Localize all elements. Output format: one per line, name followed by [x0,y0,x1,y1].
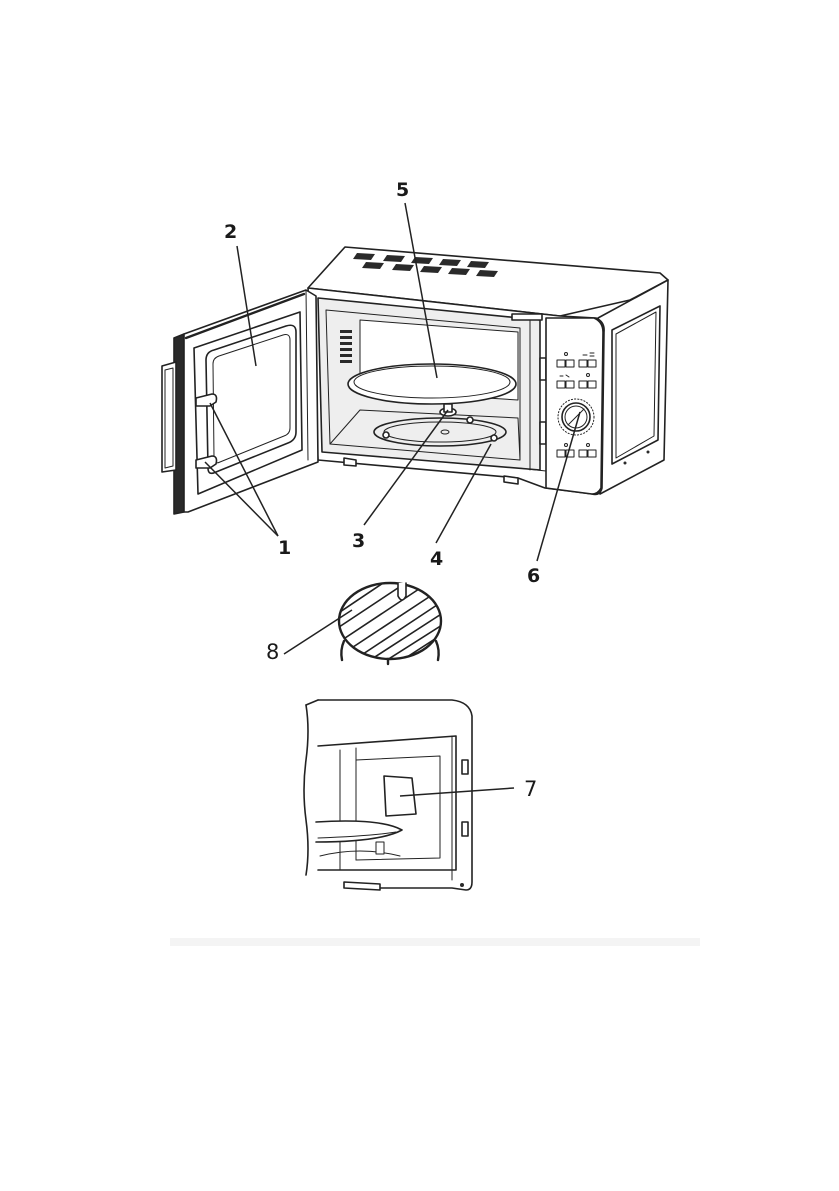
callout-5: 5 [396,179,409,201]
scan-smudge [170,938,700,946]
control-panel [546,318,603,494]
oven-right-side [598,280,668,494]
callout-2: 2 [224,221,237,243]
callout-8: 8 [266,640,279,664]
callout-7: 7 [524,777,537,801]
callout-3: 3 [352,530,365,552]
microwave-oven-illustration [162,247,668,514]
callout-6: 6 [527,565,540,587]
cavity-detail-illustration [304,700,472,890]
callout-4: 4 [430,548,443,570]
oven-door [162,290,318,514]
callout-1: 1 [278,537,291,559]
grill-rack-illustration [325,572,452,668]
